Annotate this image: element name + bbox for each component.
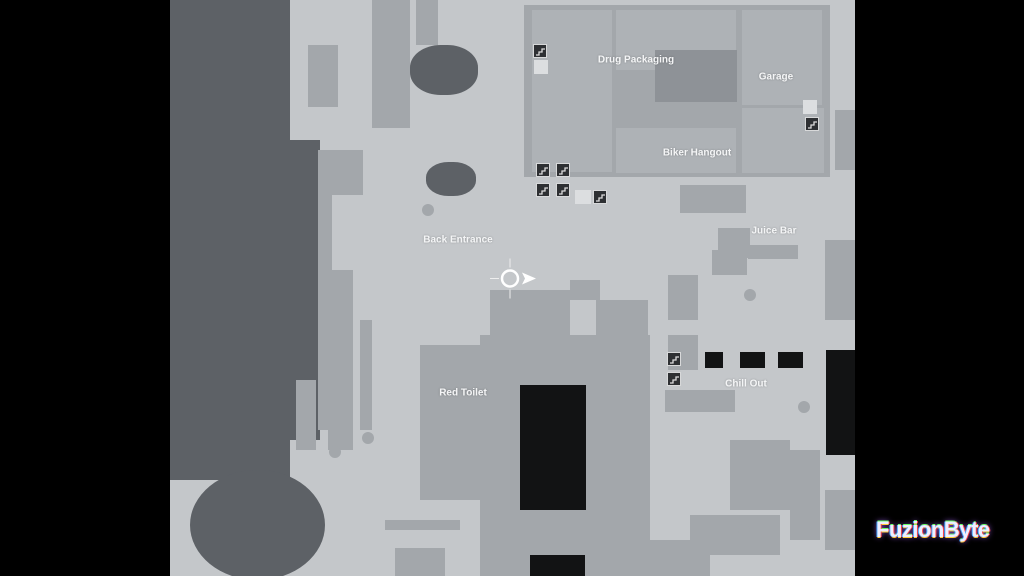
map-structure: [835, 110, 855, 170]
void-area: [778, 352, 803, 368]
location-label-garage[interactable]: Garage: [758, 71, 794, 83]
map-dot: [738, 524, 750, 536]
stairs-icon[interactable]: [556, 163, 570, 177]
stairs-icon[interactable]: [805, 117, 819, 131]
map-structure: [790, 450, 820, 540]
water-area: [170, 0, 290, 480]
map-structure: [296, 380, 316, 450]
map-dot: [422, 204, 434, 216]
map-structure: [616, 128, 736, 173]
map-structure: [742, 10, 822, 105]
void-area: [520, 385, 586, 510]
map-structure: [372, 0, 410, 128]
pond: [426, 162, 476, 196]
map-structure: [395, 548, 445, 576]
map-dot: [744, 289, 756, 301]
round-tower: [190, 470, 325, 576]
location-label-red-toilet[interactable]: Red Toilet: [439, 387, 487, 399]
stairs-icon[interactable]: [556, 183, 570, 197]
location-label-chill-out[interactable]: Chill Out: [725, 378, 767, 390]
map-structure: [534, 60, 548, 74]
map-structure: [360, 320, 372, 430]
watermark-logo: FuzionByte: [876, 517, 990, 542]
map-structure: [730, 440, 790, 510]
void-area: [705, 352, 723, 368]
map-structure: [440, 360, 470, 440]
map-structure: [825, 490, 855, 550]
map-dot: [798, 401, 810, 413]
room-dark: [655, 50, 737, 102]
stairs-icon[interactable]: [667, 352, 681, 366]
player-marker-icon: [480, 257, 540, 306]
void-area: [530, 555, 585, 576]
location-label-drug-packaging[interactable]: Drug Packaging: [597, 54, 675, 66]
map-structure: [570, 280, 600, 300]
map-structure: [748, 245, 798, 259]
map-structure: [825, 240, 855, 320]
map-structure: [665, 390, 735, 412]
map-structure: [328, 270, 353, 450]
stairs-icon[interactable]: [533, 44, 547, 58]
map-structure: [650, 540, 710, 576]
stairs-icon[interactable]: [667, 372, 681, 386]
map-structure: [712, 250, 747, 275]
map-structure: [680, 185, 746, 213]
location-label-back-entrance[interactable]: Back Entrance: [423, 234, 493, 246]
void-area: [826, 350, 855, 455]
map-dot: [329, 446, 341, 458]
stairs-icon[interactable]: [593, 190, 607, 204]
map-structure: [803, 100, 817, 114]
map-structure: [575, 190, 591, 204]
pond: [410, 45, 478, 95]
map-structure: [532, 100, 612, 172]
stairs-icon[interactable]: [536, 163, 550, 177]
map-structure: [416, 0, 438, 45]
map-structure: [308, 45, 338, 107]
location-label-juice-bar[interactable]: Juice Bar: [751, 225, 797, 237]
map-structure: [668, 275, 698, 320]
stairs-icon[interactable]: [536, 183, 550, 197]
map-structure: [596, 300, 648, 340]
map-dot: [362, 432, 374, 444]
location-label-biker-hangout[interactable]: Biker Hangout: [662, 147, 732, 159]
map-structure: [490, 290, 570, 340]
void-area: [740, 352, 765, 368]
map-structure: [385, 520, 460, 530]
